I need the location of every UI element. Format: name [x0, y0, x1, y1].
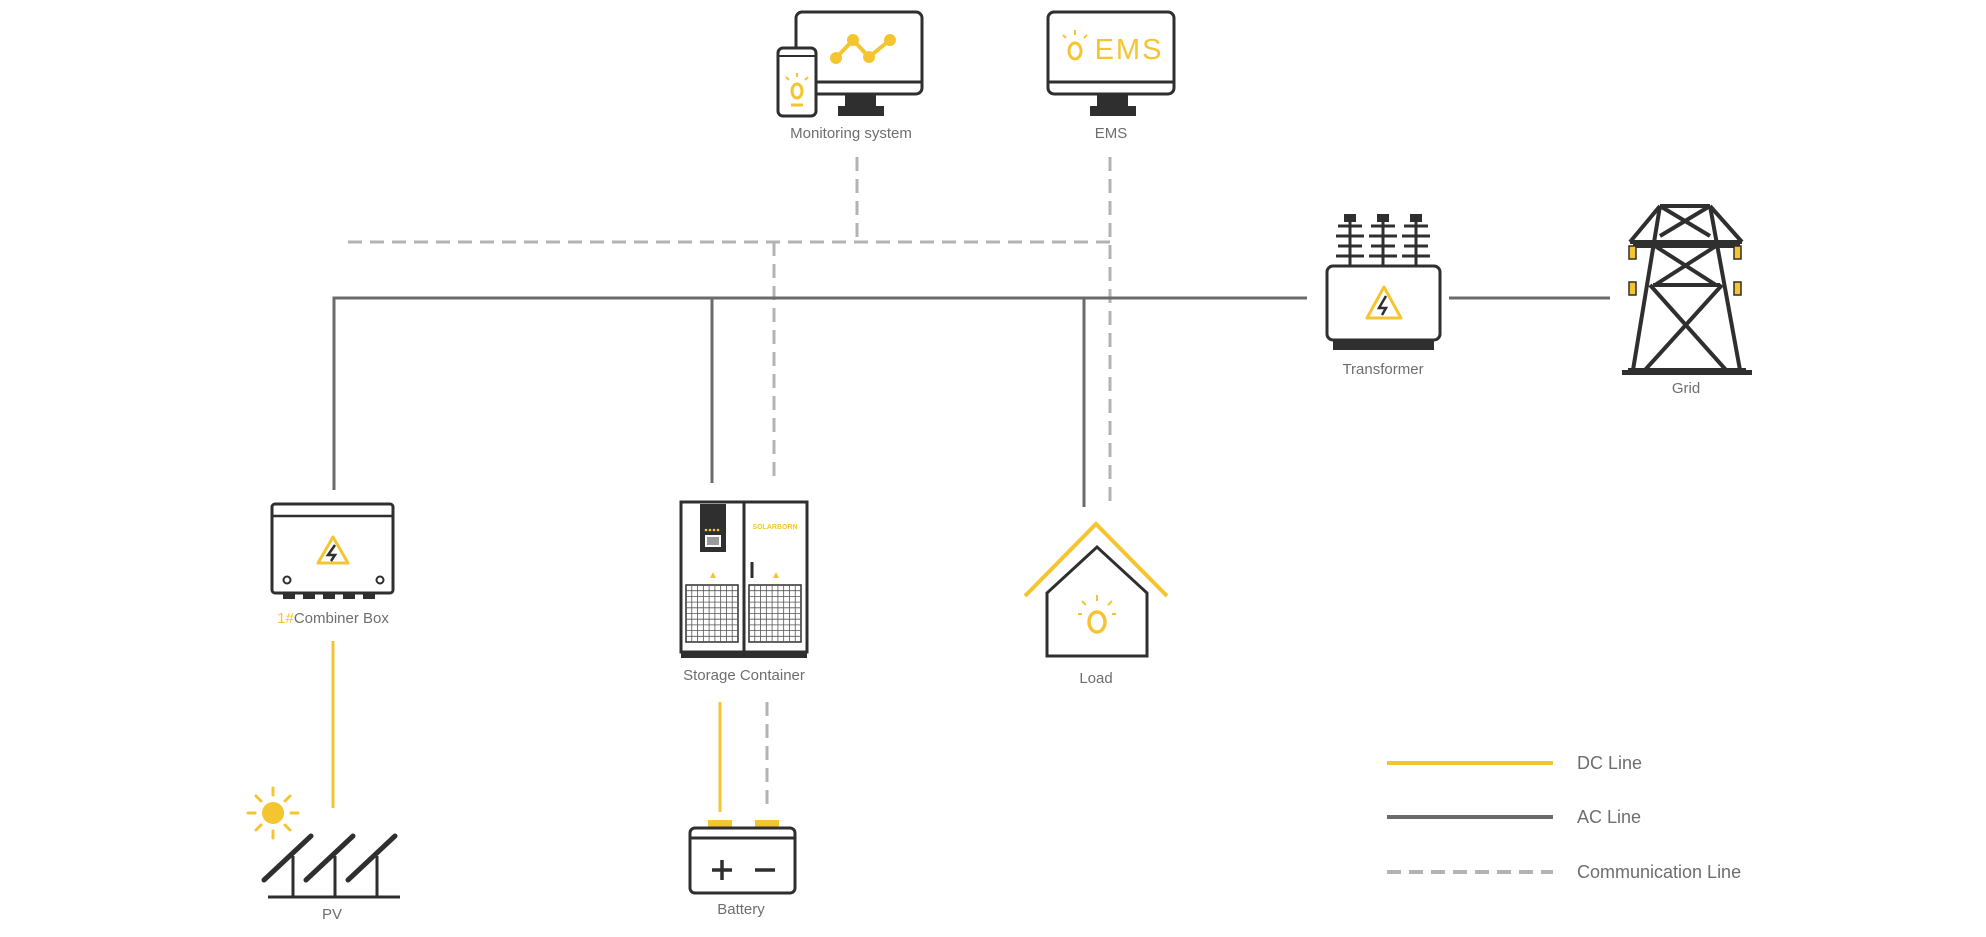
legend-dc-label: DC Line: [1577, 753, 1642, 773]
monitoring-system-icon: [776, 10, 924, 118]
ems-label: EMS: [1095, 125, 1128, 142]
battery-label: Battery: [717, 901, 765, 918]
legend-comm-label: Communication Line: [1577, 862, 1741, 882]
grid-label: Grid: [1672, 380, 1700, 397]
legend: DC Line AC Line Communication Line: [1387, 753, 1741, 882]
legend-ac-label: AC Line: [1577, 807, 1641, 827]
combiner-box-prefix: 1#: [277, 610, 294, 627]
solar-panel-icon: [246, 786, 400, 899]
ac-line-bus: [332, 296, 1307, 490]
storage-container-icon: [679, 500, 809, 658]
combiner-box-icon: [270, 502, 395, 599]
ems-monitor-icon: [1046, 10, 1176, 116]
ac-lines: [332, 296, 1610, 507]
storage-brand-text: SOLARBORN: [752, 524, 797, 531]
combiner-box-name: Combiner Box: [294, 610, 390, 627]
storage-vent-grills: [686, 585, 801, 642]
storage-container-label: Storage Container: [683, 667, 805, 684]
transformer-icon: [1325, 214, 1442, 350]
load-label: Load: [1079, 670, 1112, 687]
dc-lines: [331, 641, 722, 812]
combiner-box-label: 1#Combiner Box: [277, 610, 389, 627]
battery-icon: [688, 820, 797, 895]
transformer-label: Transformer: [1342, 361, 1423, 378]
power-tower-icon: [1622, 204, 1752, 375]
monitoring-system-label: Monitoring system: [790, 125, 912, 142]
ems-screen-text: EMS: [1095, 34, 1164, 66]
communication-lines: [348, 157, 1112, 812]
house-icon: [1023, 521, 1169, 658]
pv-label: PV: [322, 906, 342, 923]
